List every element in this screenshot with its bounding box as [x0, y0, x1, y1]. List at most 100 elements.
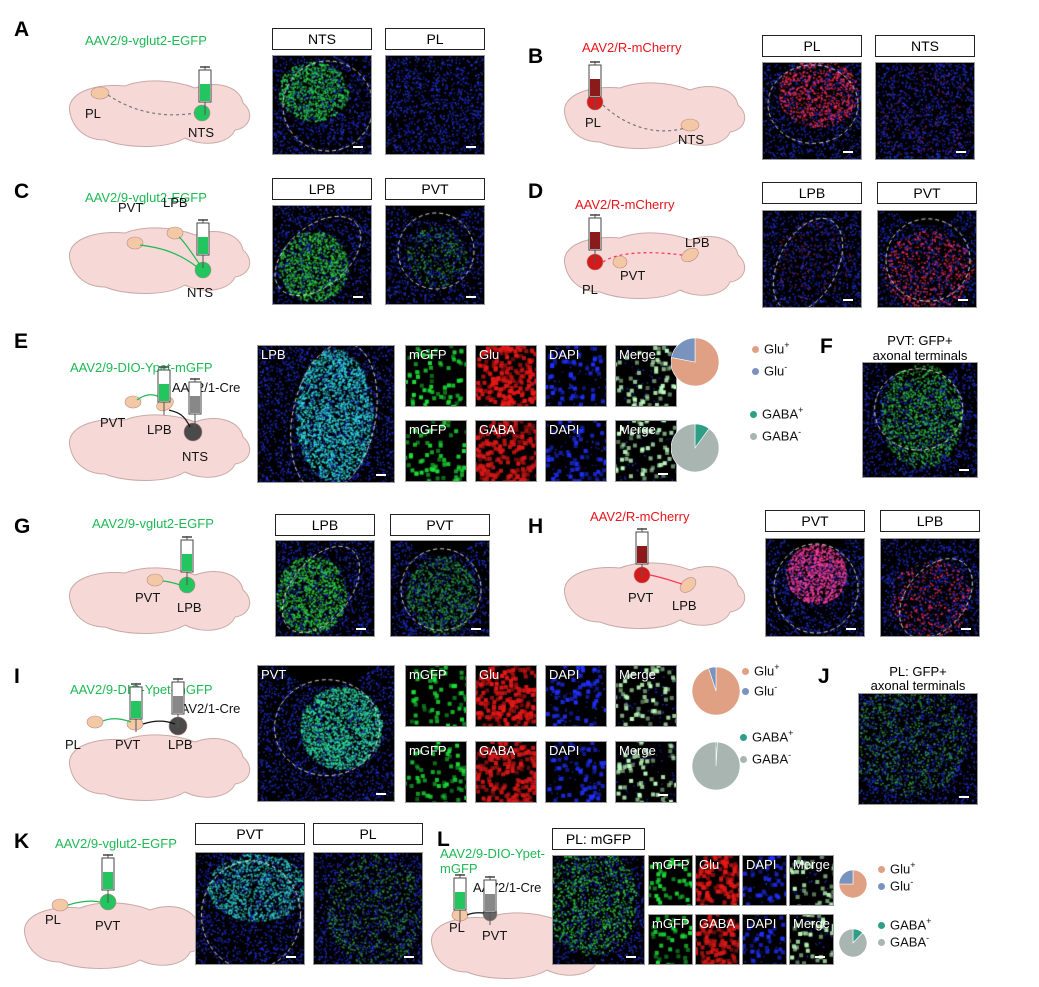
legend-label: Glu	[754, 663, 775, 679]
brain-outline	[69, 414, 251, 481]
brain-region-label: PL	[85, 106, 101, 121]
legend-label: GABA	[890, 917, 927, 933]
brain-outline	[564, 232, 746, 299]
image-channel-label: DAPI	[746, 916, 777, 931]
image-channel-label: Merge	[793, 857, 830, 872]
pie-slice	[839, 870, 854, 885]
micrograph	[763, 63, 861, 159]
channel-image-merge: Merge	[615, 741, 677, 803]
micrograph-lpb	[880, 538, 980, 637]
brain-region	[679, 577, 697, 593]
micrograph-lpb	[275, 540, 375, 637]
image-channel-label: GABA	[479, 743, 516, 758]
brain-region	[612, 255, 628, 269]
micrograph	[790, 915, 833, 964]
pie-slice	[692, 742, 740, 790]
micrograph-pvt	[765, 538, 865, 637]
image-region-label: NTS	[875, 35, 975, 57]
channel-image-gaba: GABA	[475, 741, 537, 803]
image-channel-label: Glu	[479, 667, 500, 682]
channel-image-merge: Merge	[615, 345, 677, 407]
panel-letter-D: D	[528, 180, 544, 203]
brain-region	[86, 715, 104, 729]
micrograph	[406, 346, 466, 406]
legend-label: GABA	[752, 729, 789, 745]
brain-region-label: PL	[65, 737, 81, 752]
legend-dot	[752, 346, 759, 354]
image-channel-label: DAPI	[549, 422, 580, 437]
micrograph	[881, 539, 979, 636]
brain-region-label: PVT	[628, 590, 654, 605]
legend-superscript: +	[910, 860, 916, 870]
pie-slice	[671, 338, 696, 363]
image-channel-label: mGFP	[409, 422, 447, 437]
brain-schematic	[564, 214, 746, 299]
micrograph	[696, 856, 739, 905]
legend-superscript: -	[910, 877, 914, 887]
brain-region-label: PL	[45, 912, 61, 927]
micrograph-lpb	[272, 205, 372, 305]
legend-dot	[740, 756, 747, 764]
legend-superscript: -	[788, 750, 792, 760]
brain-outline	[69, 227, 251, 294]
micrograph	[258, 666, 394, 801]
micrograph	[546, 666, 606, 726]
micrograph	[649, 856, 692, 905]
panel-letter-B: B	[528, 45, 544, 68]
vector-title: AAV2/9-DIO-Ypet-mGFP	[70, 360, 213, 375]
image-channel-label: mGFP	[652, 916, 690, 931]
scale-bar	[815, 956, 825, 958]
micrograph	[476, 421, 536, 481]
vector-title: AAV2/R-mCherry	[582, 40, 682, 55]
syringe-fluid	[590, 79, 600, 96]
legend-label: GABA	[762, 428, 799, 444]
scale-bar	[658, 473, 668, 475]
pie-slice	[671, 424, 719, 472]
syringe-fluid	[590, 232, 600, 249]
legend-dot	[750, 433, 757, 441]
legend-superscript: -	[774, 682, 778, 692]
brain-region	[183, 422, 203, 442]
channel-image-glu: Glu	[475, 665, 537, 727]
pie-legend-item: Glu-	[742, 682, 777, 698]
pie-slice	[839, 870, 867, 898]
brain-region-label: PVT	[135, 590, 161, 605]
image-channel-label: mGFP	[409, 667, 447, 682]
micrograph	[276, 541, 374, 636]
brain-region-label: LPB	[168, 737, 193, 752]
syringe-fluid	[200, 84, 210, 101]
brain-schematic	[69, 219, 251, 294]
channel-image-merge: Merge	[615, 665, 677, 727]
brain-region	[681, 247, 699, 263]
micrograph	[273, 206, 371, 304]
micrograph-pvt	[385, 205, 485, 305]
channel-image-mgfp: mGFP	[405, 420, 467, 482]
legend-dot	[750, 411, 757, 419]
pie-chart-glu	[692, 667, 740, 715]
image-channel-label: DAPI	[549, 667, 580, 682]
brain-region-label: PVT	[115, 737, 141, 752]
scale-bar	[353, 146, 363, 148]
vector-title: AAV2/9-vglut2-EGFP	[85, 190, 207, 205]
channel-image-mgfp: mGFP	[405, 741, 467, 803]
image-channel-label: Glu	[699, 857, 720, 872]
brain-outline	[69, 567, 251, 634]
image-region-label: PVT	[390, 514, 490, 536]
micrograph-pl	[385, 55, 485, 155]
legend-label: Glu	[764, 341, 785, 357]
image-region-label: PVT	[385, 178, 485, 200]
legend-superscript: +	[788, 728, 794, 738]
brain-region	[124, 395, 142, 409]
brain-outline	[564, 562, 746, 629]
panel-letter-G: G	[14, 515, 31, 538]
brain-region-label: NTS	[188, 125, 214, 140]
micrograph-pvt: PVT	[257, 665, 395, 802]
channel-image-merge: Merge	[789, 855, 834, 906]
micrograph	[406, 666, 466, 726]
micrograph-nts	[272, 55, 372, 155]
brain-region-label: PL	[449, 920, 465, 935]
micrograph	[476, 346, 536, 406]
micrograph	[878, 211, 976, 307]
vector-title: AAV2/1-Cre	[172, 701, 241, 716]
pie-legend-item: Glu-	[752, 362, 787, 378]
